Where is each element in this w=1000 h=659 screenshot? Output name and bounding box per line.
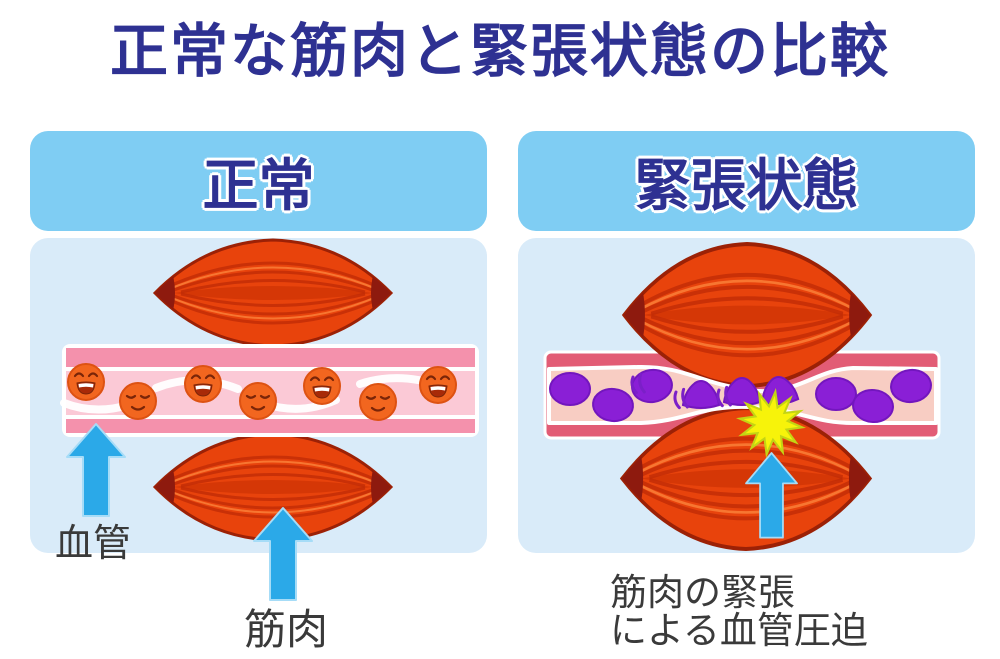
panel-header-tense: 緊張状態 <box>518 131 975 231</box>
red-blood-cell <box>238 381 278 421</box>
red-blood-cell <box>183 364 223 404</box>
muscle-label: 筋肉 <box>244 606 329 653</box>
purple-blood-cell <box>549 372 591 406</box>
normal-scene <box>60 240 479 601</box>
red-blood-cell <box>358 382 398 422</box>
red-blood-cell <box>66 362 106 402</box>
blood-vessel-normal <box>60 344 479 437</box>
muscle-relaxed-top <box>143 240 403 346</box>
tense-scene <box>543 244 941 549</box>
compression-caption-line1: 筋肉の緊張 <box>610 572 795 613</box>
page-title: 正常な筋肉と緊張状態の比較 <box>109 19 890 84</box>
red-blood-cell <box>302 366 342 406</box>
panel-header-normal: 正常 <box>30 131 487 231</box>
purple-blood-cell <box>815 377 857 411</box>
vessel-label: 血管 <box>55 523 132 565</box>
compression-caption: 筋肉の緊張 による血管圧迫 <box>610 572 868 652</box>
red-blood-cell <box>118 381 158 421</box>
panel-header-tense-label: 緊張状態 <box>634 153 859 217</box>
red-blood-cell <box>418 365 458 405</box>
panel-header-normal-label: 正常 <box>202 153 315 217</box>
vessel-pointer-arrow <box>66 423 126 517</box>
compression-caption-line2: による血管圧迫 <box>610 610 868 652</box>
